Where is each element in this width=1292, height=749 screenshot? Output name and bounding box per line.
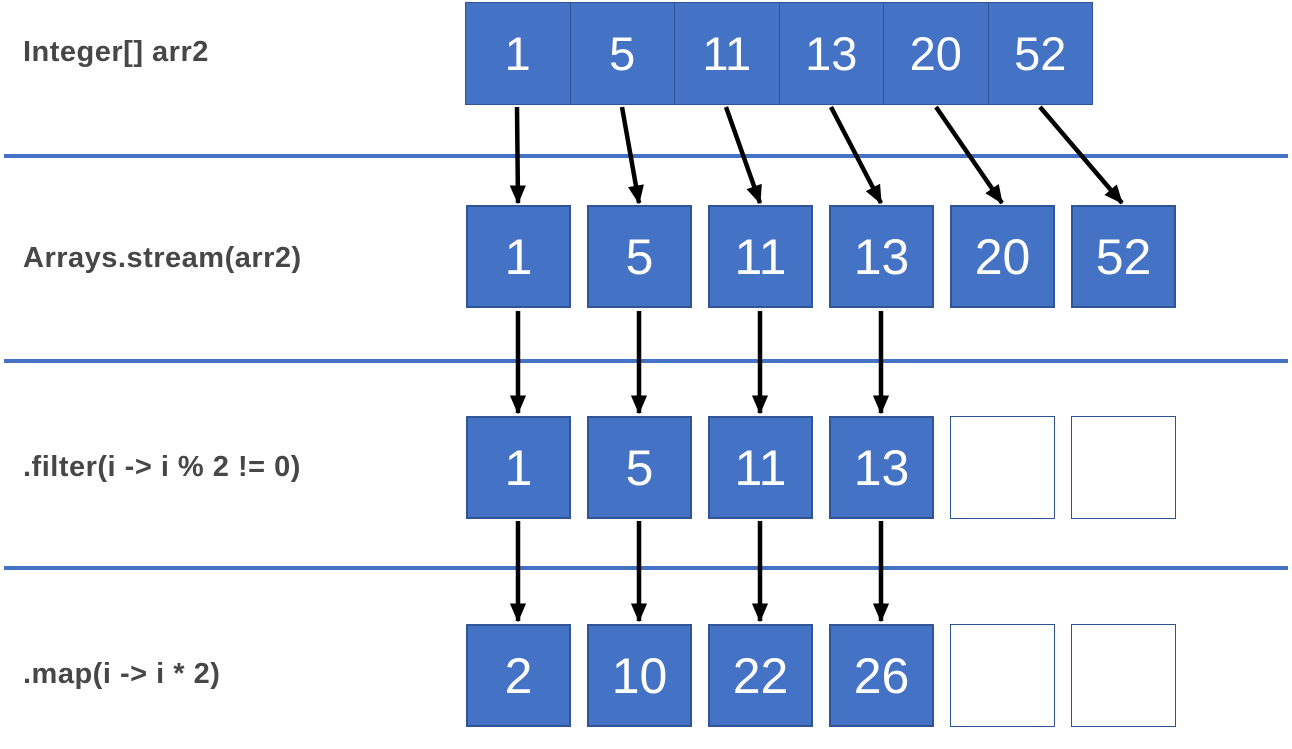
stream-box: 52 (1071, 205, 1176, 308)
array-cell: 13 (780, 3, 884, 104)
map-box: 26 (829, 624, 934, 727)
label-filter: .filter(i -> i % 2 != 0) (23, 451, 301, 483)
filter-box-empty (950, 416, 1055, 519)
stream-box: 11 (708, 205, 813, 308)
section-divider (4, 154, 1288, 158)
filter-box: 1 (466, 416, 571, 519)
array-cell: 5 (571, 3, 675, 104)
label-integer-array: Integer[] arr2 (23, 36, 209, 68)
label-map: .map(i -> i * 2) (23, 658, 221, 690)
map-box-empty (1071, 624, 1176, 727)
array-cell: 11 (675, 3, 780, 104)
map-box: 2 (466, 624, 571, 727)
array-cell: 1 (466, 3, 571, 104)
section-divider (4, 566, 1288, 570)
stream-box: 20 (950, 205, 1055, 308)
filter-box: 5 (587, 416, 692, 519)
label-arrays-stream: Arrays.stream(arr2) (23, 242, 302, 274)
map-box: 22 (708, 624, 813, 727)
filter-box: 11 (708, 416, 813, 519)
stream-box: 13 (829, 205, 934, 308)
integer-array: 1 5 11 13 20 52 (465, 2, 1093, 105)
array-cell: 52 (1014, 27, 1067, 80)
filter-box-empty (1071, 416, 1176, 519)
stream-box: 5 (587, 205, 692, 308)
array-cell: 20 (884, 3, 989, 104)
stream-box: 1 (466, 205, 571, 308)
map-box: 10 (587, 624, 692, 727)
filter-box: 13 (829, 416, 934, 519)
map-box-empty (950, 624, 1055, 727)
section-divider (4, 359, 1288, 363)
